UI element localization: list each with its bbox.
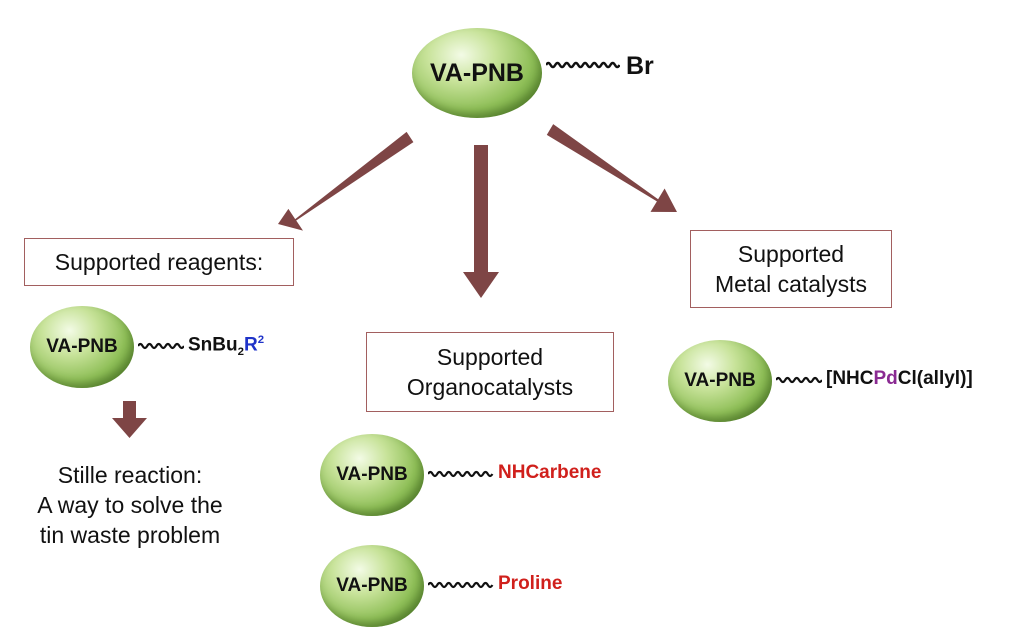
stille-note-line-2: A way to solve the: [37, 492, 223, 518]
tether-top: [546, 61, 620, 69]
metal-group-pre: [NHC: [826, 368, 874, 389]
arrow-right: [546, 124, 677, 212]
metal-heading-box: Supported Metal catalysts: [690, 230, 892, 308]
arrow-down-reagents: [112, 401, 147, 438]
metal-group-post: Cl(allyl)]: [897, 368, 973, 389]
bead-top: VA-PNB: [412, 28, 542, 118]
arrow-middle: [463, 145, 499, 298]
reagents-group-sup: 2: [257, 334, 265, 346]
tether-proline: [428, 581, 494, 589]
bead-nhcarbene-label: VA-PNB: [336, 464, 408, 485]
reagents-heading: Supported reagents:: [54, 249, 264, 275]
reagents-group-label: SnBu2R2: [188, 334, 264, 358]
tether-metal: [776, 376, 822, 384]
proline-label: Proline: [498, 573, 563, 594]
bead-top-label: VA-PNB: [430, 58, 524, 87]
arrow-left: [278, 131, 414, 231]
organo-heading-box: Supported Organocatalysts: [366, 332, 614, 412]
nhcarbene-label: NHCarbene: [498, 462, 602, 483]
reagents-group-main: SnBu: [188, 334, 238, 356]
reagents-heading-box: Supported reagents:: [24, 238, 294, 286]
reagents-group-r: R: [243, 334, 258, 356]
metal-heading-line-1: Supported: [737, 241, 845, 267]
tether-reagents: [138, 342, 184, 350]
stille-note-line-3: tin waste problem: [39, 522, 221, 548]
tether-nhcarbene: [428, 470, 494, 478]
stille-note-line-1: Stille reaction:: [57, 462, 203, 488]
metal-group-pd: Pd: [873, 368, 898, 389]
metal-heading-line-2: Metal catalysts: [714, 271, 868, 297]
metal-group-label: [NHCPdCl(allyl)]: [826, 368, 973, 390]
bead-metal-label: VA-PNB: [684, 370, 756, 391]
stille-note: Stille reaction: A way to solve the tin …: [8, 460, 252, 550]
organo-heading-line-2: Organocatalysts: [406, 374, 574, 400]
bead-metal: VA-PNB: [668, 340, 772, 422]
reagents-group-sub: 2: [237, 346, 244, 359]
organo-heading-line-1: Supported: [436, 344, 544, 370]
bead-proline-label: VA-PNB: [336, 575, 408, 596]
bead-reagents-label: VA-PNB: [46, 336, 118, 357]
bead-proline: VA-PNB: [320, 545, 424, 627]
bead-reagents: VA-PNB: [30, 306, 134, 388]
top-group-label: Br: [626, 52, 654, 80]
bead-nhcarbene: VA-PNB: [320, 434, 424, 516]
